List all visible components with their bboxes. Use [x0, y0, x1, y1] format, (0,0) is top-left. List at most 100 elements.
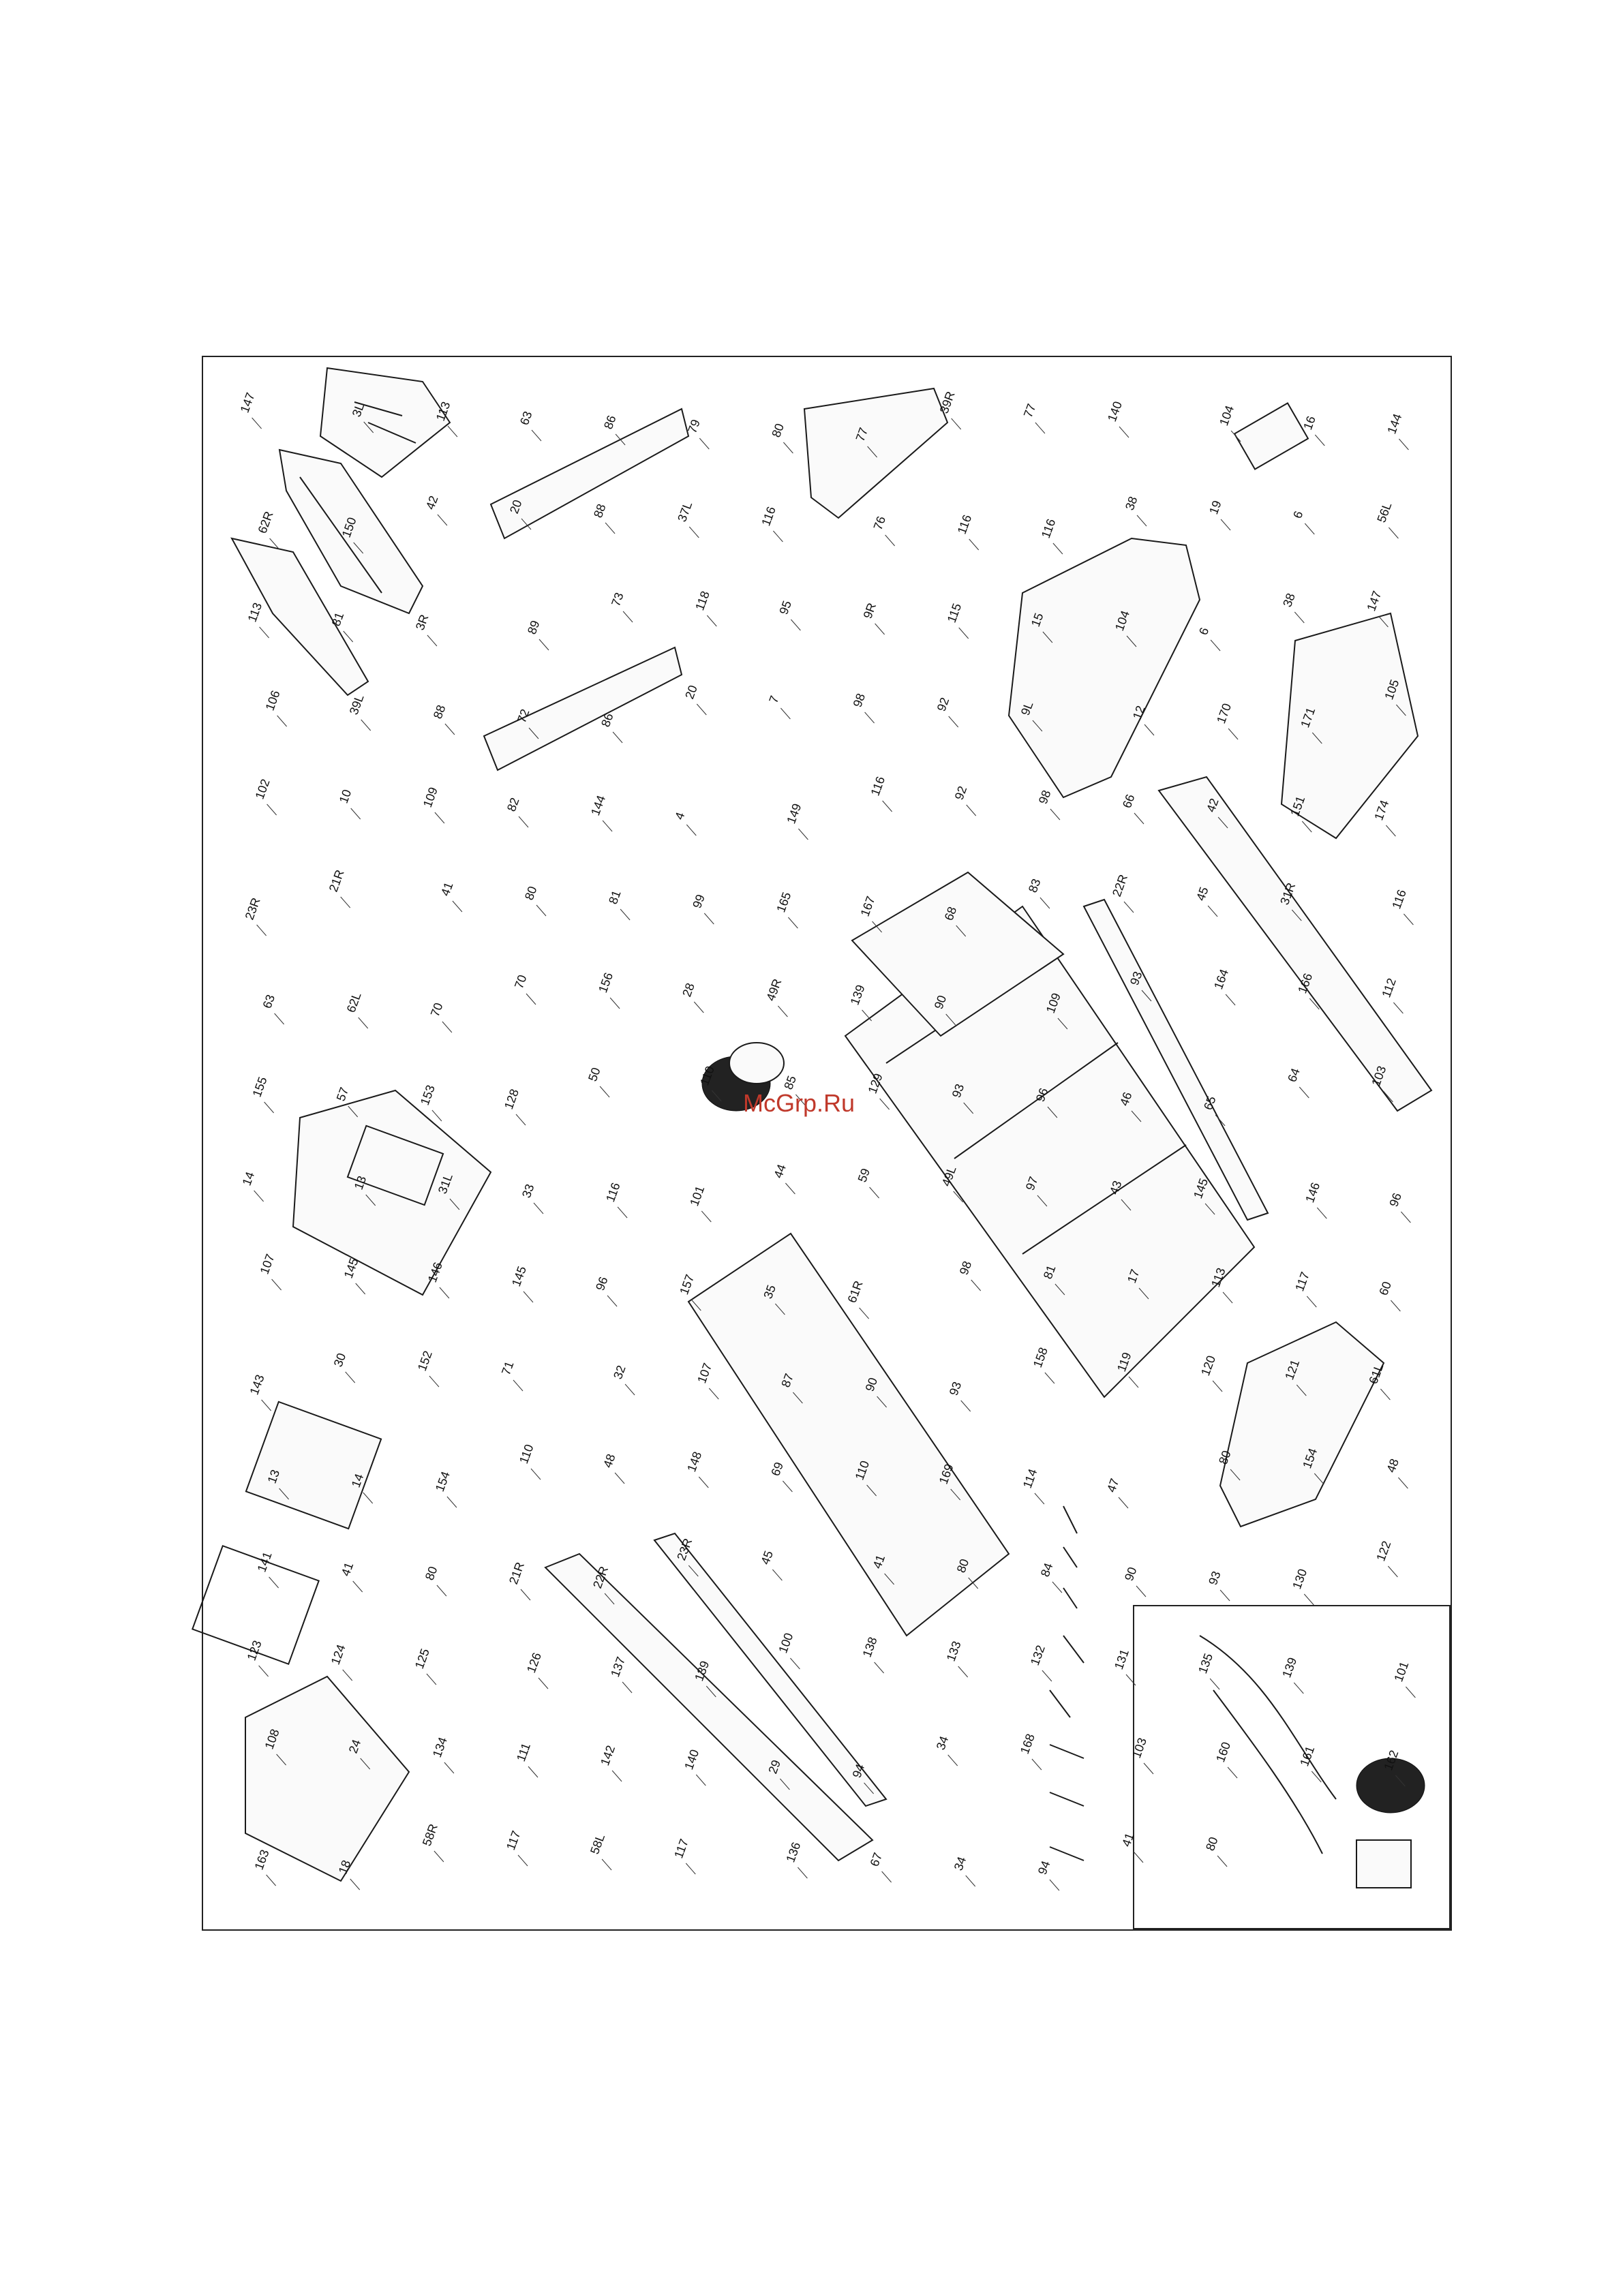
- leader-line: [1314, 434, 1325, 446]
- leader-line: [711, 1090, 722, 1102]
- part-label: 132: [1028, 1643, 1048, 1667]
- leader-line: [252, 417, 262, 429]
- part-label: 64: [1285, 1067, 1303, 1084]
- leader-line: [948, 716, 959, 728]
- part-label: 41: [438, 881, 456, 898]
- diagram-frame: [202, 356, 1452, 1931]
- leader-line: [427, 634, 438, 647]
- leader-line: [1301, 821, 1312, 833]
- leader-line: [271, 1279, 282, 1291]
- leader-line: [968, 1577, 979, 1589]
- part-label: 104: [1217, 403, 1237, 427]
- leader-line: [1215, 1114, 1226, 1127]
- leader-line: [1212, 1380, 1223, 1392]
- leader-line: [772, 1569, 783, 1581]
- leader-line: [528, 727, 539, 739]
- leader-line: [1134, 812, 1144, 825]
- leader-line: [1380, 1388, 1391, 1400]
- overlay-169: [192, 1544, 320, 1666]
- leader-line: [601, 1858, 612, 1871]
- leader-line: [513, 1379, 524, 1392]
- part-label: 86: [601, 414, 619, 431]
- leader-line: [945, 1013, 956, 1026]
- part-label: 168: [1018, 1732, 1037, 1756]
- part-label: 34: [934, 1734, 952, 1752]
- leader-line: [363, 1492, 374, 1504]
- leader-line: [528, 1766, 539, 1778]
- leader-line: [444, 723, 455, 735]
- part-label: 38: [1123, 495, 1140, 512]
- leader-line: [1314, 1473, 1324, 1485]
- part-label: 110: [517, 1443, 536, 1466]
- part-label: 81: [606, 889, 624, 906]
- part-label: 158: [1031, 1345, 1050, 1369]
- leader-line: [1207, 905, 1218, 917]
- part-label: 147: [1364, 589, 1384, 613]
- leader-line: [780, 1778, 790, 1790]
- part-label: 152: [415, 1349, 435, 1373]
- leader-line: [1386, 825, 1396, 837]
- lift-motor-140: [1233, 402, 1309, 470]
- part-label: 160: [1213, 1740, 1233, 1764]
- side-rail-21R-upper: [1157, 776, 1433, 1112]
- part-label: 116: [603, 1181, 623, 1204]
- leader-line: [342, 1669, 353, 1681]
- part-label: 148: [684, 1450, 704, 1473]
- part-label: 30: [331, 1351, 349, 1369]
- part-label: 73: [609, 591, 626, 609]
- part-label: 92: [952, 784, 970, 802]
- leader-line: [947, 1754, 958, 1766]
- leader-line: [363, 421, 374, 433]
- leader-line: [343, 630, 354, 643]
- leader-line: [1230, 1469, 1241, 1481]
- part-label: 112: [1379, 977, 1399, 1000]
- part-label: 117: [671, 1837, 691, 1861]
- leader-line: [1210, 639, 1221, 652]
- leader-line: [1391, 1300, 1401, 1312]
- part-label: 4: [672, 810, 687, 821]
- leader-line: [1047, 1106, 1058, 1118]
- leader-line: [698, 1476, 709, 1488]
- part-label: 20: [682, 684, 700, 701]
- leader-line: [256, 924, 267, 936]
- handlebar-cover-upper: [319, 367, 451, 478]
- leader-line: [701, 1210, 712, 1223]
- leader-line: [431, 1109, 442, 1122]
- leader-line: [353, 542, 364, 554]
- leader-line: [971, 1279, 982, 1291]
- leader-line: [361, 719, 371, 731]
- part-label: 161: [1297, 1744, 1317, 1768]
- part-label: 58R: [420, 1822, 440, 1848]
- part-label: 123: [245, 1638, 264, 1662]
- leader-line: [798, 828, 808, 840]
- leader-line: [699, 438, 710, 450]
- part-label: 103: [1129, 1736, 1149, 1760]
- part-label: 9R: [861, 601, 879, 620]
- leader-line: [1293, 1682, 1304, 1694]
- part-label: 80: [423, 1565, 440, 1582]
- leader-line: [350, 808, 361, 820]
- part-label: 37L: [675, 500, 695, 523]
- part-label: 133: [944, 1639, 964, 1663]
- leader-line: [1227, 1766, 1238, 1779]
- leader-line: [958, 627, 969, 639]
- leader-line: [1126, 635, 1137, 647]
- leader-line: [1228, 728, 1239, 740]
- leader-line: [956, 925, 967, 937]
- part-label: 114: [1020, 1467, 1040, 1490]
- part-label: 38: [1280, 592, 1298, 609]
- leader-line: [521, 518, 532, 530]
- leader-line: [1052, 1581, 1063, 1593]
- leader-line: [874, 1662, 884, 1674]
- leader-line: [612, 731, 623, 744]
- part-label: 19: [1207, 499, 1224, 517]
- part-label: 48: [1384, 1457, 1401, 1475]
- part-label: 28: [680, 981, 697, 999]
- watermark-text: McGrp.Ru: [743, 1089, 855, 1117]
- leader-line: [778, 1005, 788, 1017]
- leader-line: [348, 1105, 359, 1118]
- part-label: 142: [598, 1743, 618, 1767]
- part-label: 118: [693, 590, 712, 613]
